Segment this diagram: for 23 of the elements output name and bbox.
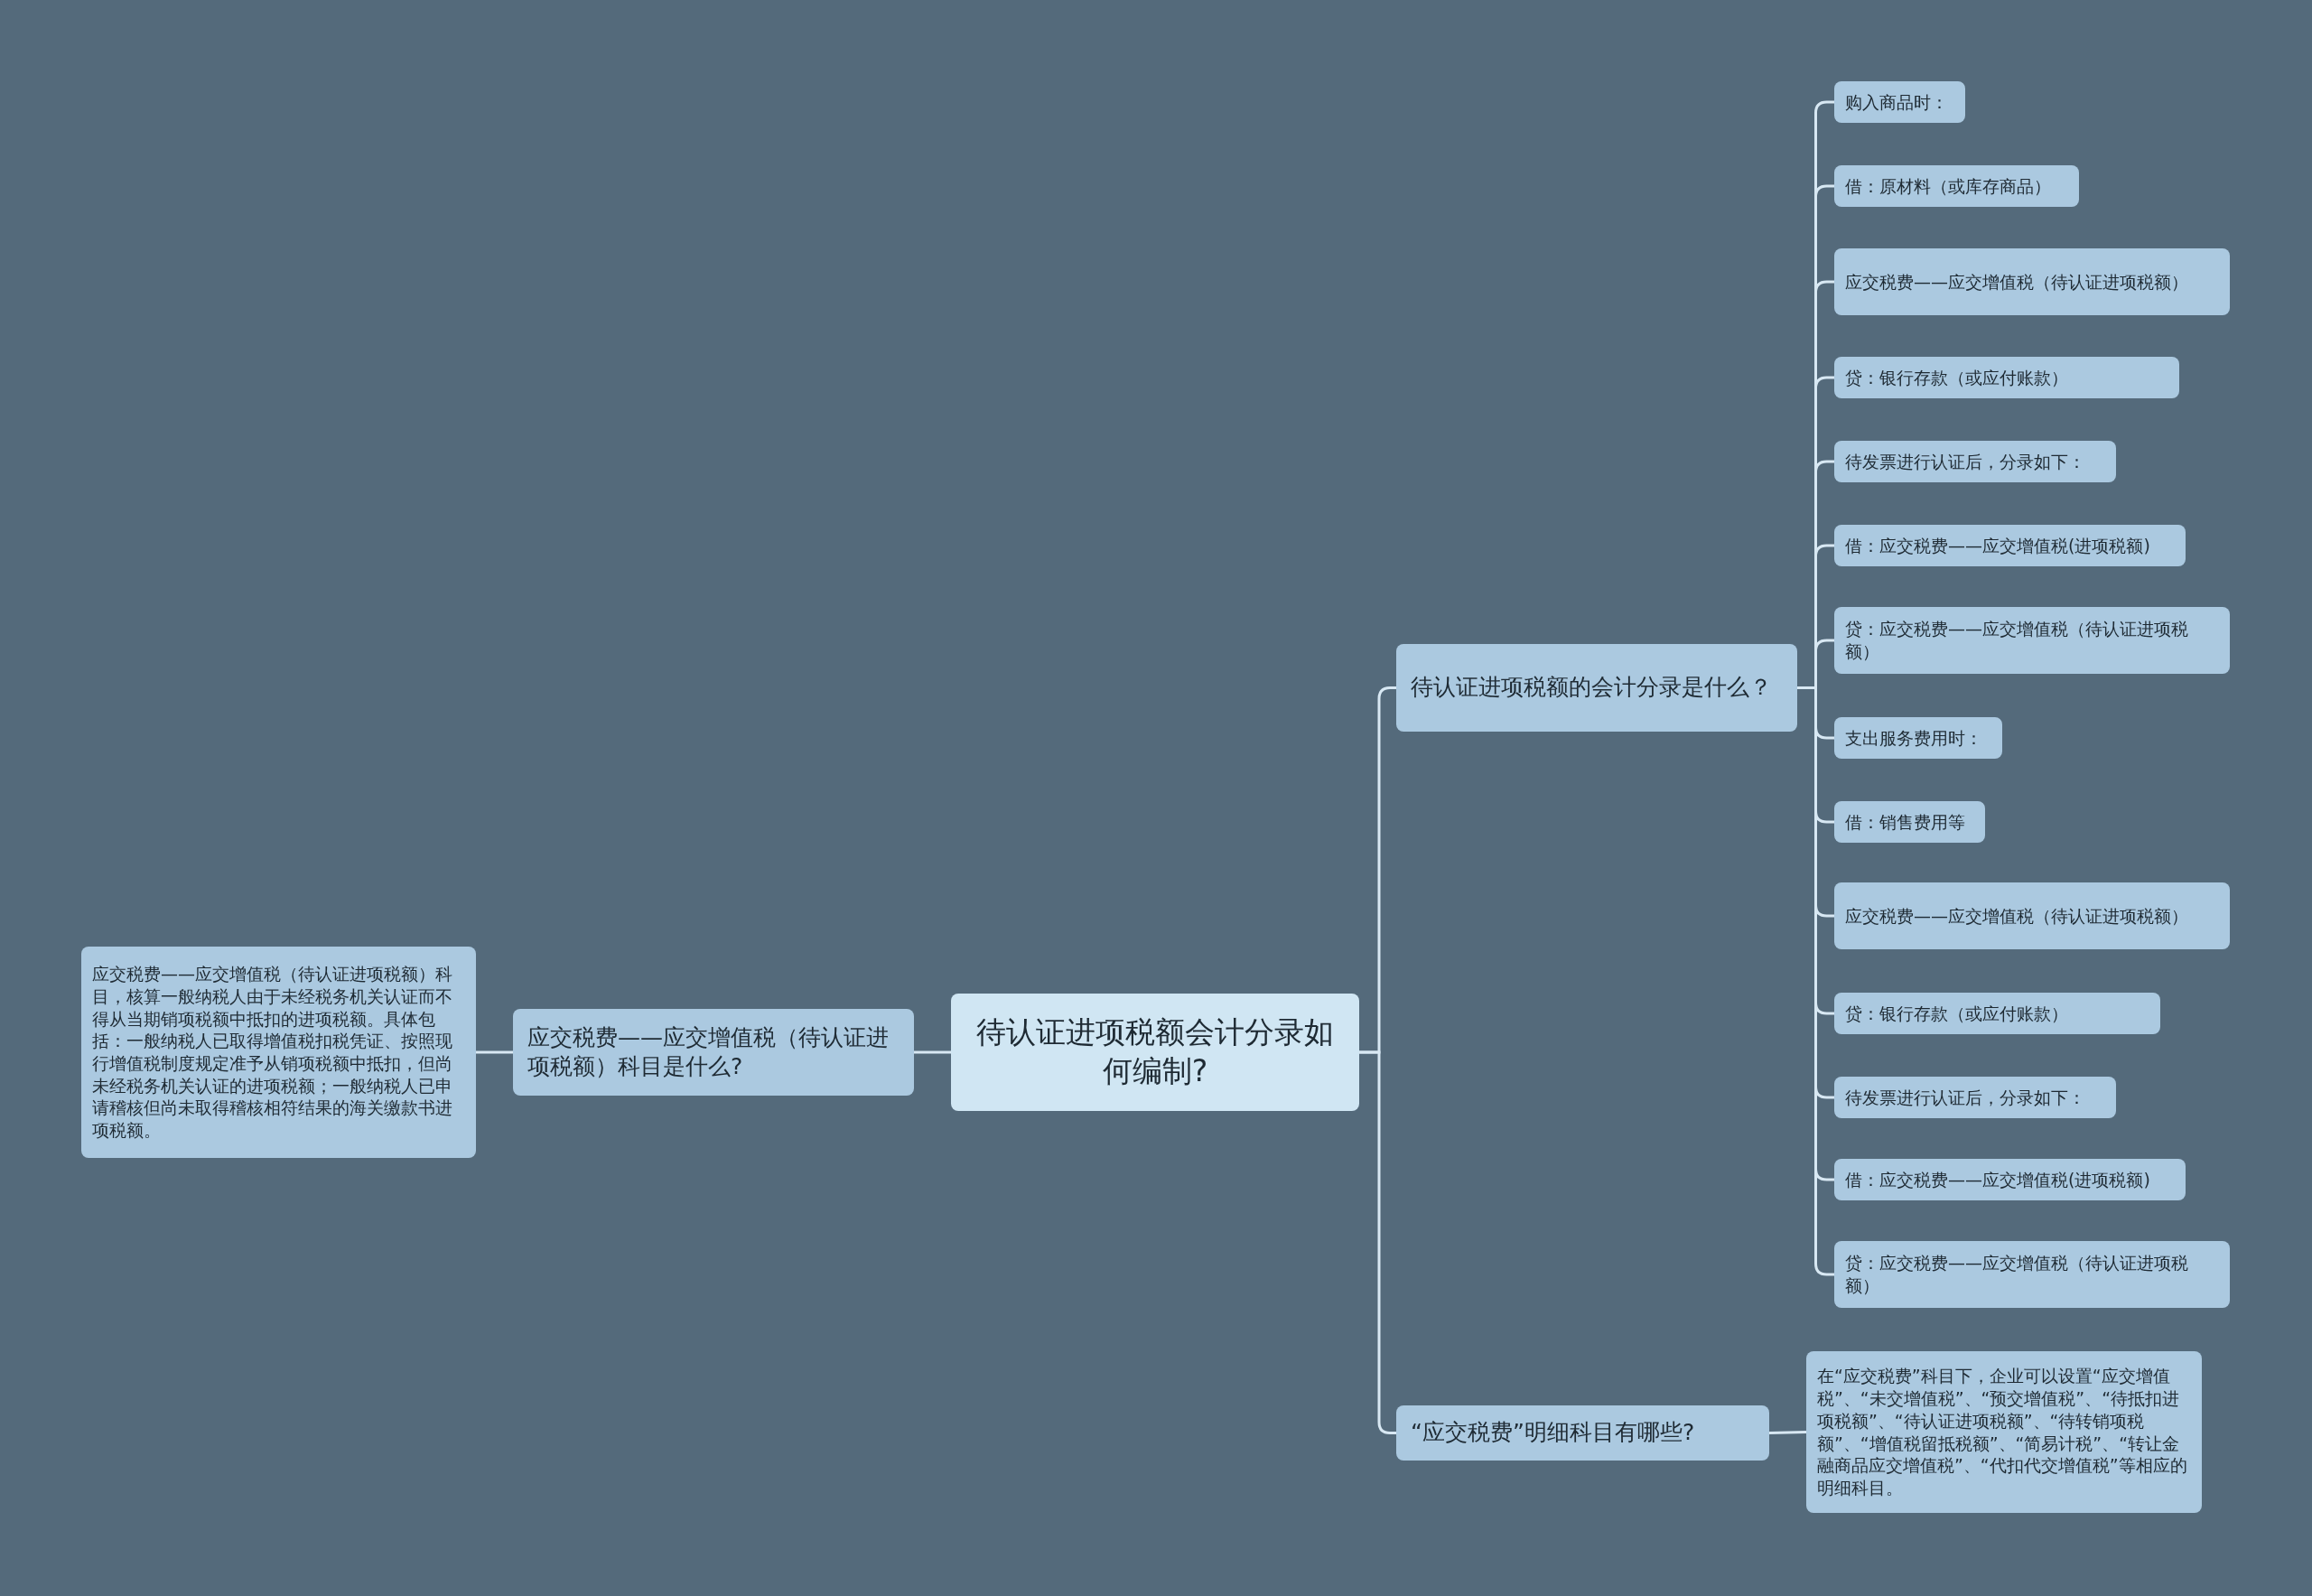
subtopic-box: 应交税费——应交增值税（待认证进项税额） <box>1834 882 2230 949</box>
topic-box: 应交税费——应交增值税（待认证进项税额）科目是什么? <box>513 1009 914 1096</box>
subtopic-box: 在“应交税费”科目下，企业可以设置“应交增值税”、“未交增值税”、“预交增值税”、“待抵扣进项税额”、“待认证进项税额”、“待转销项税额”、“增值税留抵税额”、“简易计税”、“转让金融商品应交增值税”、“代扣代交增值税”等相应的明细科目。 <box>1806 1351 2202 1513</box>
subtopic-box: 支出服务费用时： <box>1834 717 2002 759</box>
subtopic-box: 待发票进行认证后，分录如下： <box>1834 1077 2116 1118</box>
connector-line <box>914 1050 951 1054</box>
subtopic-box: 应交税费——应交增值税（待认证进项税额）科目，核算一般纳税人由于未经税务机关认证而不得从当期销项税额中抵扣的进项税额。具体包括：一般纳税人已取得增值税扣税凭证、按照现行增值税制度规定准予从销项税额中抵扣，但尚未经税务机关认证的进项税额；一般纳税人已申请稽核但尚未取得稽核相符结果的海关缴款书进项税额。 <box>81 947 476 1158</box>
subtopic-box: 借：销售费用等 <box>1834 801 1985 843</box>
central-topic-box: 待认证进项税额会计分录如何编制? <box>951 994 1359 1111</box>
subtopic-box: 待发票进行认证后，分录如下： <box>1834 441 2116 482</box>
topic-box: “应交税费”明细科目有哪些? <box>1396 1405 1769 1461</box>
subtopic-box: 贷：应交税费——应交增值税（待认证进项税额） <box>1834 1241 2230 1308</box>
subtopic-box: 借：应交税费——应交增值税(进项税额) <box>1834 1159 2186 1200</box>
connector-line <box>476 1050 513 1054</box>
subtopic-box: 应交税费——应交增值税（待认证进项税额） <box>1834 248 2230 315</box>
subtopic-box: 借：应交税费——应交增值税(进项税额) <box>1834 525 2186 566</box>
subtopic-box: 借：原材料（或库存商品） <box>1834 165 2079 207</box>
subtopic-box: 贷：银行存款（或应付账款） <box>1834 993 2160 1034</box>
subtopic-box: 贷：应交税费——应交增值税（待认证进项税额） <box>1834 607 2230 674</box>
connector-line <box>1768 1431 1807 1434</box>
subtopic-box: 贷：银行存款（或应付账款） <box>1834 357 2179 398</box>
topic-box: 待认证进项税额的会计分录是什么？ <box>1396 644 1797 732</box>
subtopic-box: 购入商品时： <box>1834 81 1965 123</box>
